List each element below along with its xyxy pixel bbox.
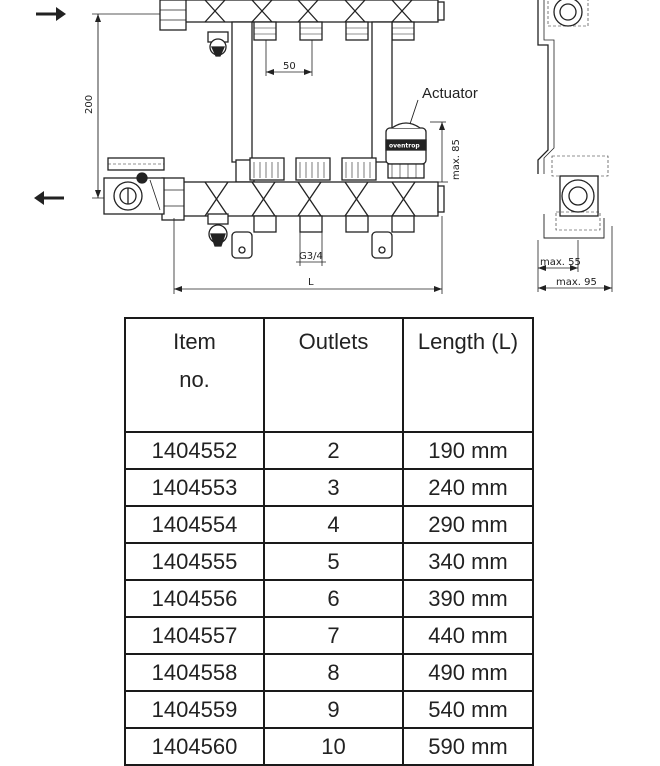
header-length-label: Length (L) <box>417 329 519 354</box>
cell-item: 1404560 <box>124 727 265 766</box>
ball-valve-thermometer <box>103 157 165 215</box>
supply-manifold-bar <box>159 0 445 41</box>
cell-item: 1404559 <box>124 690 265 729</box>
cell-outlets: 2 <box>263 431 404 470</box>
table-header-row: Item no. Outlets Length (L) <box>124 317 534 433</box>
flow-in-arrow-icon <box>36 7 66 21</box>
depth-max95-label: max. 95 <box>556 277 597 288</box>
manifold-drawing-svg: Actuator oventrop 200 50 max. 85 G3/4 L … <box>34 0 613 294</box>
cell-outlets: 4 <box>263 505 404 544</box>
cell-outlets: 5 <box>263 542 404 581</box>
cell-outlets: 10 <box>263 727 404 766</box>
cell-outlets: 8 <box>263 653 404 692</box>
cell-length: 340 mm <box>402 542 534 581</box>
header-outlets-label: Outlets <box>298 329 369 354</box>
cell-outlets: 3 <box>263 468 404 507</box>
top-drain-valve <box>207 31 229 57</box>
brand-label: oventrop <box>389 143 420 150</box>
header-outlets: Outlets <box>263 317 404 433</box>
header-item-line2: no. <box>179 367 210 392</box>
cell-length: 590 mm <box>402 727 534 766</box>
cell-item: 1404552 <box>124 431 265 470</box>
cell-length: 240 mm <box>402 468 534 507</box>
actuator-height-label: max. 85 <box>451 139 462 180</box>
bottom-drain-valve <box>207 213 229 247</box>
cell-outlets: 9 <box>263 690 404 729</box>
header-item-no: Item no. <box>124 317 265 433</box>
cell-item: 1404555 <box>124 542 265 581</box>
cell-item: 1404554 <box>124 505 265 544</box>
cell-length: 490 mm <box>402 653 534 692</box>
side-view <box>537 0 613 292</box>
cell-item: 1404557 <box>124 616 265 655</box>
cell-outlets: 6 <box>263 579 404 618</box>
cell-length: 440 mm <box>402 616 534 655</box>
height-dimension-label: 200 <box>84 95 95 114</box>
cell-item: 1404553 <box>124 468 265 507</box>
header-item-line1: Item <box>173 329 216 354</box>
flow-out-arrow-icon <box>34 191 64 205</box>
cell-item: 1404556 <box>124 579 265 618</box>
actuator-label: Actuator <box>422 85 478 102</box>
thread-size-label: G3/4 <box>299 251 323 262</box>
cell-length: 190 mm <box>402 431 534 470</box>
cell-length: 540 mm <box>402 690 534 729</box>
manifold-technical-drawing: Actuator oventrop 200 50 max. 85 G3/4 L … <box>0 0 660 310</box>
length-dimension-label: L <box>308 277 314 288</box>
cell-length: 290 mm <box>402 505 534 544</box>
actuator-head <box>385 122 427 179</box>
return-manifold-bar <box>161 157 445 259</box>
header-length: Length (L) <box>402 317 534 433</box>
depth-max55-label: max. 55 <box>540 257 581 268</box>
cell-item: 1404558 <box>124 653 265 692</box>
cell-length: 390 mm <box>402 579 534 618</box>
spacing-dimension-label: 50 <box>283 61 296 72</box>
cell-outlets: 7 <box>263 616 404 655</box>
